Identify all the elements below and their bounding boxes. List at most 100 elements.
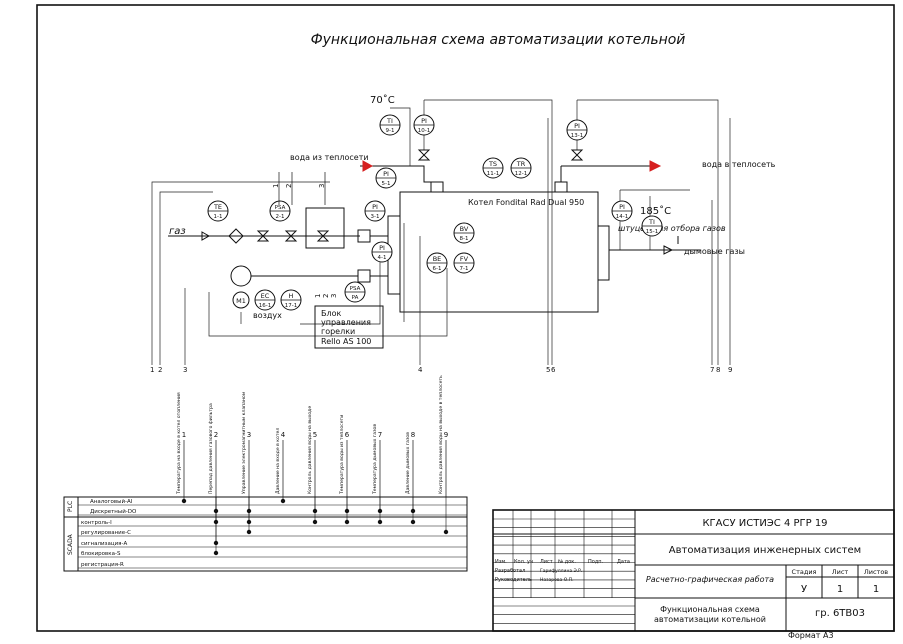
table-mark — [181, 498, 187, 504]
flue-label: дымовые газы — [684, 247, 745, 256]
stamp-name-1: Гарифуллина Э.Р. — [540, 568, 582, 574]
instrument-pi-13-1: PI 13-1 — [566, 119, 588, 141]
instrument-ec-16-1: EC 16-1 — [254, 289, 276, 311]
table-row-label: блокировка-S — [81, 551, 121, 557]
table-mark — [344, 519, 350, 525]
stamp-sheet-head: Лист — [832, 568, 849, 576]
instrument-m1: M1 — [232, 291, 250, 309]
ctrl-block-line-1: Блок — [321, 309, 341, 318]
drawing-frame — [36, 4, 895, 632]
instrument-tag: PI — [421, 117, 427, 125]
table-row-label: регулирование-C — [81, 530, 131, 536]
table-column-number: 2 — [214, 431, 218, 439]
flue-temp-label: 185˚C — [640, 205, 671, 217]
boiler-body — [399, 191, 599, 313]
instrument-tag: PI — [574, 122, 580, 130]
water-from-label: вода из теплосети — [290, 153, 369, 162]
instrument-number: 2-1 — [276, 214, 285, 220]
stamp-col-date: Дата — [617, 559, 630, 565]
instrument-tag: EC — [261, 292, 270, 300]
instrument-number: 13-1 — [571, 133, 583, 139]
table-column-label: Температура дымовых газов — [372, 424, 378, 495]
water-to-label: вода в теплосеть — [702, 160, 776, 169]
instrument-tag: TI — [648, 218, 655, 226]
stamp-subject: Автоматизация инженерных систем — [669, 545, 861, 556]
instrument-number: 5-1 — [382, 181, 391, 187]
table-row-label: Дискретный-DO — [90, 508, 137, 515]
line-number-top: 2 — [285, 184, 293, 188]
signal-table — [63, 496, 468, 572]
instrument-pi-5-1: PI5-1 — [375, 167, 397, 189]
stamp-col-izm: Изм. — [495, 559, 507, 565]
instrument-tag: FV — [460, 255, 469, 263]
stamp-sheets: 1 — [873, 584, 879, 595]
table-mark — [213, 550, 219, 556]
instrument-tag: PSA — [275, 205, 286, 211]
table-row-label: Аналоговый-AI — [90, 498, 133, 505]
instrument-ti-9-1: TI9-1 — [379, 114, 401, 136]
instrument-number: 16-1 — [259, 303, 271, 309]
gas-arrow-icon — [201, 231, 211, 241]
instrument-tag: M1 — [236, 297, 246, 305]
line-number: 5 — [546, 366, 550, 374]
supply-arrow-icon — [649, 160, 662, 172]
instrument-number: 10-1 — [418, 128, 430, 134]
table-mark — [410, 519, 416, 525]
burner-control-block — [314, 305, 384, 349]
instrument-pi-10-1: PI 10-1 — [413, 114, 435, 136]
instrument-number: 17-1 — [285, 303, 297, 309]
stamp-sheets-head: Листов — [864, 568, 888, 576]
line-number-ctrl: 1 — [314, 294, 322, 298]
gas-label: газ — [169, 226, 186, 237]
instrument-psa-2-1: PSA 2-1 — [269, 200, 291, 222]
table-column-number: 8 — [411, 431, 415, 439]
diagram-title: Функциональная схема автоматизации котел… — [311, 32, 686, 48]
table-column-label: Контроль давления воды на выходе в тепло… — [438, 375, 444, 494]
table-mark — [443, 529, 449, 535]
ctrl-block-line-2: управления — [321, 318, 371, 327]
boiler-inlet-nozzle — [430, 181, 444, 193]
line-number: 8 — [716, 366, 720, 374]
table-mark — [246, 529, 252, 535]
line-number-top: 1 — [272, 184, 280, 188]
gas-valve-2-icon — [284, 230, 298, 242]
stamp-name-2: Назарова О.П. — [540, 577, 574, 583]
stamp-sheet: 1 — [837, 584, 843, 595]
instrument-tag: PI — [379, 244, 385, 252]
table-column-label: Управление электромагнитным клапаном — [241, 391, 247, 494]
stamp-group: гр. 6ТВ03 — [815, 608, 865, 619]
return-water-pipe — [360, 165, 437, 183]
line-number-ctrl: 2 — [322, 294, 330, 298]
table-column-number: 4 — [281, 431, 286, 439]
instrument-tag: TI — [386, 117, 393, 125]
table-column-number: 9 — [444, 431, 448, 439]
fan-icon — [230, 265, 252, 287]
solenoid-valve-icon — [316, 230, 330, 242]
instrument-be-6-1: BE6-1 — [426, 252, 448, 274]
line-number: 7 — [710, 366, 714, 374]
instrument-bv-8-1: BV8-1 — [453, 222, 475, 244]
table-column-label: Давление на входе в котел — [275, 428, 281, 494]
instrument-number: 6-1 — [433, 266, 442, 272]
line-number: 3 — [183, 366, 187, 374]
stamp-sheet-title-1: Функциональная схема — [660, 605, 760, 614]
instrument-number: 14-1 — [616, 214, 628, 220]
instrument-number: 8-1 — [460, 236, 469, 242]
instrument-tag: TE — [213, 203, 222, 211]
table-column-number: 3 — [247, 431, 251, 439]
stamp-col-doc: № док. — [558, 559, 576, 565]
instrument-number: 4-1 — [378, 255, 387, 261]
table-column-label: Перепад давления газового фильтра — [208, 403, 214, 494]
gas-filter-icon — [228, 228, 244, 244]
instrument-pi-3-1: PI3-1 — [364, 200, 386, 222]
instrument-layer: TI9-1PI10-1PI5-1TS11-1TR12-1PI13-1TE1-1P… — [207, 114, 663, 311]
valve-return-icon — [417, 149, 431, 161]
stamp-role-1: Разработал — [495, 568, 525, 574]
